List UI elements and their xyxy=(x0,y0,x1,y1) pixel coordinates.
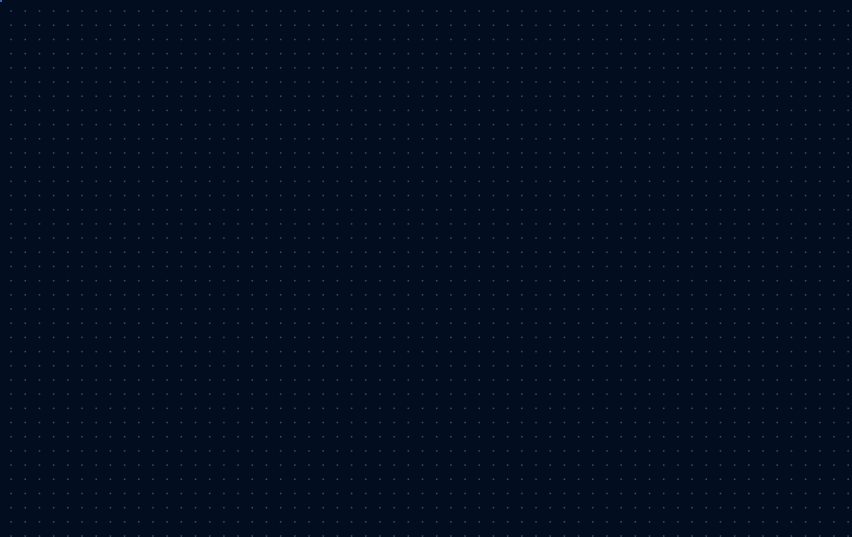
keepout-zone[interactable] xyxy=(0,0,2,2)
